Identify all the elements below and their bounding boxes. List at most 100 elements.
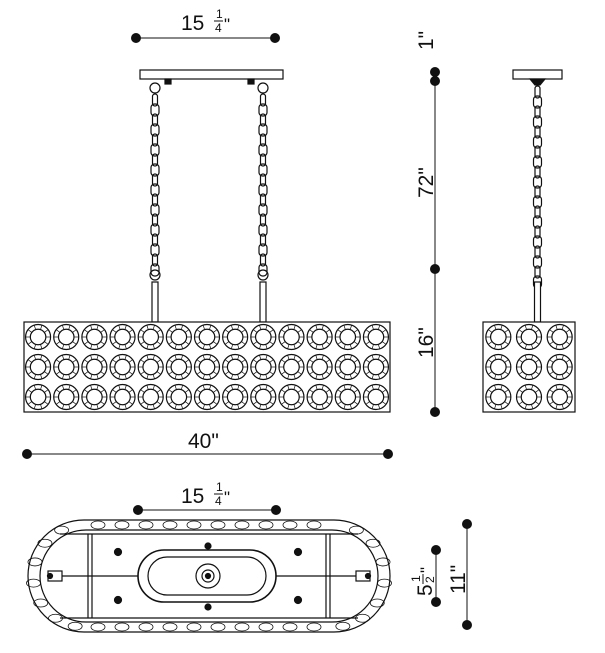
crystal-facet bbox=[118, 325, 121, 330]
crystal-facet bbox=[40, 385, 43, 390]
crystal-facet bbox=[209, 385, 212, 390]
crystal-facet bbox=[237, 404, 240, 409]
crystal-facet bbox=[252, 371, 258, 375]
crystal-facet bbox=[124, 344, 127, 349]
crystal-facet bbox=[128, 359, 133, 363]
crystal-facet bbox=[72, 329, 77, 333]
crystal-facet bbox=[209, 374, 212, 379]
crystal-facet bbox=[90, 385, 93, 390]
chain-link bbox=[258, 103, 268, 117]
crystal-facet bbox=[84, 359, 89, 363]
crystal-facet bbox=[140, 329, 145, 333]
crystal-facet bbox=[118, 344, 121, 349]
crystal-facet bbox=[309, 371, 314, 375]
crystal-facet bbox=[371, 385, 374, 390]
crystal-facet bbox=[377, 374, 381, 379]
crystal-facet bbox=[381, 341, 387, 345]
crystal-facet bbox=[325, 401, 330, 405]
crystal-facet bbox=[156, 401, 162, 405]
crystal-facet bbox=[269, 329, 274, 333]
front-canopy-loop-right bbox=[257, 82, 269, 94]
chain-link bbox=[259, 253, 267, 267]
crystal-facet bbox=[353, 389, 359, 393]
crystal-facet bbox=[381, 401, 387, 405]
crystal-facet bbox=[293, 404, 296, 409]
crystal-facet bbox=[224, 401, 230, 405]
crystal-facet bbox=[269, 371, 274, 375]
crystal-facet bbox=[293, 325, 296, 330]
crystal-facet bbox=[84, 371, 89, 375]
crystal-facet bbox=[128, 329, 133, 333]
crystal-facet bbox=[309, 359, 314, 363]
chain-link bbox=[532, 195, 543, 209]
crystal-facet bbox=[287, 344, 290, 349]
crystal-facet bbox=[241, 401, 246, 405]
crystal-facet bbox=[494, 385, 497, 390]
crystal-facet bbox=[265, 404, 268, 409]
crystal-facet bbox=[146, 385, 149, 390]
crystal-facet bbox=[68, 374, 71, 379]
chain-link bbox=[534, 185, 541, 199]
rim-crystal bbox=[234, 622, 250, 632]
rim-crystal bbox=[67, 621, 83, 631]
chain-link bbox=[534, 125, 541, 139]
crystal-facet bbox=[488, 341, 493, 345]
rim-crystal bbox=[186, 622, 202, 632]
crystal-facet bbox=[531, 325, 534, 330]
label-inner-depth-unit: " bbox=[417, 567, 436, 573]
dim-endpoint bbox=[431, 545, 441, 555]
crystal-facet bbox=[565, 389, 570, 393]
chain-link bbox=[259, 153, 267, 167]
crystal-facet bbox=[55, 371, 61, 375]
rim-crystal bbox=[114, 520, 130, 530]
front-chain-left bbox=[150, 93, 160, 277]
label-overall-depth: 11" bbox=[447, 565, 470, 594]
chain-link bbox=[258, 243, 268, 257]
crystal-facet bbox=[565, 341, 570, 345]
crystal-facet bbox=[213, 371, 218, 375]
crystal-facet bbox=[237, 374, 240, 379]
crystal-facet bbox=[321, 374, 324, 379]
chain-link bbox=[150, 143, 160, 157]
dim-endpoint bbox=[430, 67, 440, 77]
crystal-facet bbox=[196, 341, 201, 345]
crystal-facet bbox=[68, 355, 71, 360]
crystal-facet bbox=[500, 355, 503, 360]
crystal-facet bbox=[488, 371, 493, 375]
crystal-facet bbox=[241, 359, 246, 363]
front-view bbox=[23, 69, 391, 413]
crystal-facet bbox=[33, 325, 37, 330]
bottom-mount-point-6 bbox=[204, 603, 212, 611]
crystal-facet bbox=[287, 404, 290, 409]
crystal-facet bbox=[55, 401, 61, 405]
rim-crystal bbox=[369, 598, 385, 608]
crystal-facet bbox=[224, 329, 230, 333]
crystal-facet bbox=[140, 359, 145, 363]
chain-link bbox=[534, 85, 541, 99]
crystal-facet bbox=[209, 325, 212, 330]
crystal-facet bbox=[118, 385, 121, 390]
crystal-facet bbox=[265, 355, 268, 360]
chain-link bbox=[151, 233, 159, 247]
crystal-facet bbox=[174, 404, 177, 409]
crystal-facet bbox=[174, 325, 177, 330]
bottom-view bbox=[26, 519, 392, 633]
front-chain-ring-right bbox=[257, 269, 269, 281]
crystal-facet bbox=[381, 371, 387, 375]
crystal-facet bbox=[140, 341, 145, 345]
crystal-facet bbox=[549, 389, 554, 393]
crystal-facet bbox=[281, 389, 286, 393]
label-body-height: 16" bbox=[415, 327, 438, 358]
crystal-facet bbox=[156, 359, 162, 363]
dim-endpoint bbox=[430, 76, 440, 86]
chain-link bbox=[258, 123, 268, 137]
crystal-facet bbox=[156, 329, 162, 333]
crystal-facet bbox=[265, 374, 268, 379]
crystal-facet bbox=[315, 325, 318, 330]
crystal-facet bbox=[297, 401, 302, 405]
crystal-facet bbox=[309, 401, 314, 405]
crystal-facet bbox=[68, 404, 71, 409]
chain-link bbox=[150, 243, 160, 257]
crystal-facet bbox=[90, 404, 93, 409]
